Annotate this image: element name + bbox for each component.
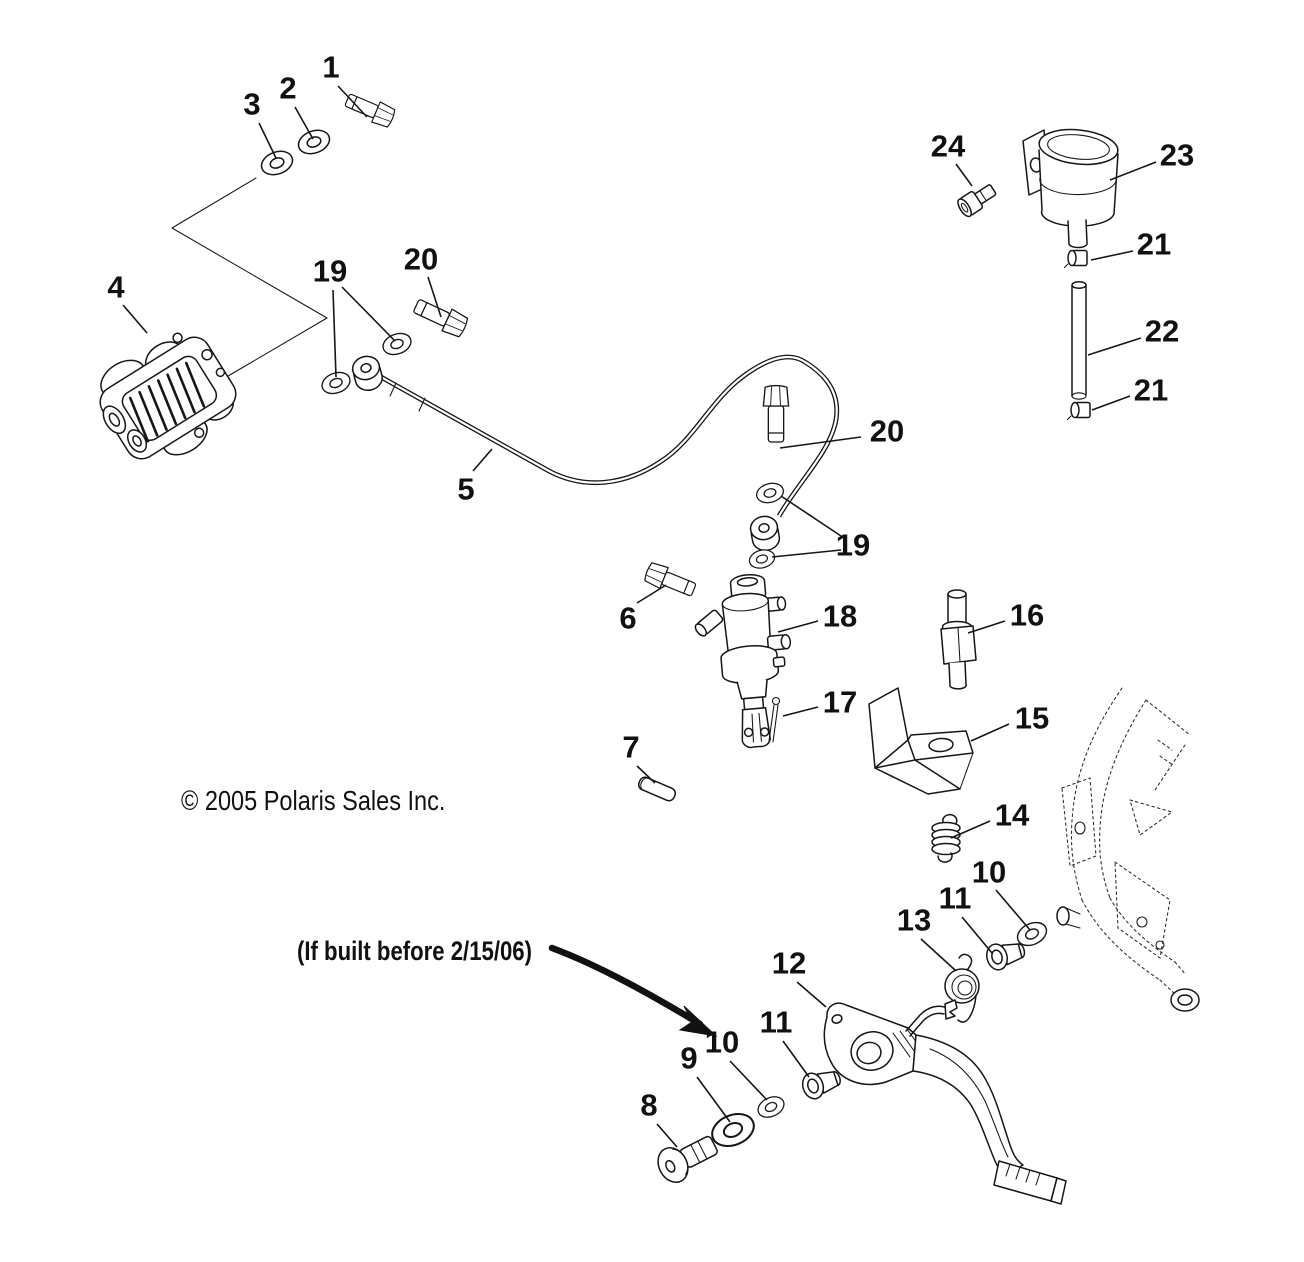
leader-line-4 — [122, 304, 148, 334]
part-brake-line — [349, 352, 840, 554]
leader-line-14 — [950, 820, 991, 839]
leader-line-17 — [782, 706, 819, 717]
callout-20: 20 — [870, 414, 904, 449]
leader-line-19 — [771, 549, 842, 558]
leader-line-5 — [472, 448, 493, 472]
part-bracket-15 — [868, 687, 974, 795]
part-washer-10 — [754, 1092, 788, 1122]
callout-22: 22 — [1145, 314, 1179, 349]
callout-20: 20 — [404, 242, 438, 277]
part-cotter-pin-17 — [768, 696, 781, 743]
caliper-projection-line — [171, 177, 328, 380]
part-tube-22 — [1071, 281, 1087, 400]
leader-line-18 — [777, 620, 819, 633]
leader-line-15 — [970, 723, 1010, 742]
callout-19: 19 — [836, 528, 870, 563]
leader-line-6 — [636, 584, 667, 604]
leader-line-3 — [258, 122, 277, 159]
leader-line-10 — [995, 889, 1031, 931]
part-brake-caliper — [99, 332, 237, 460]
callout-13: 13 — [897, 903, 931, 938]
leader-line-23 — [1109, 161, 1157, 181]
callout-24: 24 — [931, 129, 966, 164]
leader-line-22 — [1087, 337, 1142, 356]
part-screw-24 — [957, 184, 997, 218]
leader-line-2 — [294, 106, 314, 140]
leader-line-11 — [961, 916, 993, 954]
callout-18: 18 — [823, 599, 857, 634]
callout-6: 6 — [619, 601, 636, 636]
part-clamp-21 — [1066, 401, 1091, 421]
callout-14: 14 — [995, 798, 1030, 833]
callout-17: 17 — [823, 685, 857, 720]
callout-21: 21 — [1137, 227, 1171, 262]
leader-line-12 — [796, 981, 827, 1008]
part-washer-19 — [746, 546, 778, 572]
callout-11: 11 — [760, 1005, 793, 1040]
callout-19: 19 — [313, 254, 347, 289]
part-fitting-16 — [940, 589, 977, 690]
hose-eyelet-cylinder-end — [747, 513, 782, 554]
hose-eyelet-caliper-end — [349, 352, 386, 394]
callout-4: 4 — [107, 270, 125, 305]
part-spring-14 — [931, 813, 961, 863]
leader-line-20 — [779, 436, 862, 449]
part-washer-19 — [379, 329, 415, 359]
part-clamp-21 — [1063, 249, 1088, 269]
leader-line-19 — [341, 286, 396, 342]
callout-10: 10 — [972, 855, 1006, 890]
part-brake-pedal — [823, 999, 1067, 1205]
leader-line-20 — [427, 276, 442, 318]
callout-11: 11 — [939, 881, 972, 916]
leader-line-24 — [955, 163, 973, 187]
part-master-cylinder — [694, 574, 792, 749]
callout-5: 5 — [457, 472, 474, 507]
part-bolt-1 — [342, 89, 398, 130]
leader-line-1 — [337, 85, 368, 118]
leader-line-7 — [636, 765, 656, 784]
note-arrow — [548, 944, 718, 1037]
leader-line-21 — [1091, 395, 1131, 411]
part-reservoir-23 — [1022, 128, 1119, 249]
leader-line-16 — [967, 620, 1006, 634]
callout-16: 16 — [1010, 598, 1044, 633]
leader-line-9 — [696, 1076, 731, 1123]
part-spring-13 — [944, 953, 980, 1023]
callout-9: 9 — [680, 1041, 697, 1076]
leader-line-13 — [920, 938, 956, 971]
callout-15: 15 — [1015, 701, 1049, 736]
leader-line-10 — [729, 1060, 768, 1101]
part-bolt-8 — [657, 1135, 718, 1184]
leader-line-8 — [656, 1123, 678, 1148]
callout-1: 1 — [322, 50, 339, 85]
leader-line-19 — [332, 289, 337, 378]
callout-23: 23 — [1160, 138, 1194, 173]
part-washer-3 — [257, 146, 297, 180]
part-banjo-bolt-20 — [762, 384, 790, 443]
part-washer-19 — [753, 479, 787, 507]
callout-7: 7 — [622, 730, 639, 765]
callout-2: 2 — [279, 71, 296, 106]
leader-line-21 — [1090, 250, 1134, 261]
callout-10: 10 — [705, 1025, 739, 1060]
leader-line-19 — [780, 495, 842, 537]
frame-reference — [1056, 687, 1200, 1012]
callout-3: 3 — [243, 87, 260, 122]
build-date-note: (If built before 2/15/06) — [297, 936, 532, 966]
callout-8: 8 — [640, 1088, 657, 1123]
callout-21: 21 — [1134, 373, 1168, 408]
part-clevis-pin-7 — [637, 776, 677, 802]
callout-12: 12 — [772, 946, 806, 981]
part-washer-2 — [294, 125, 334, 159]
copyright-text: © 2005 Polaris Sales Inc. — [181, 785, 446, 816]
leader-line-11 — [782, 1040, 810, 1078]
